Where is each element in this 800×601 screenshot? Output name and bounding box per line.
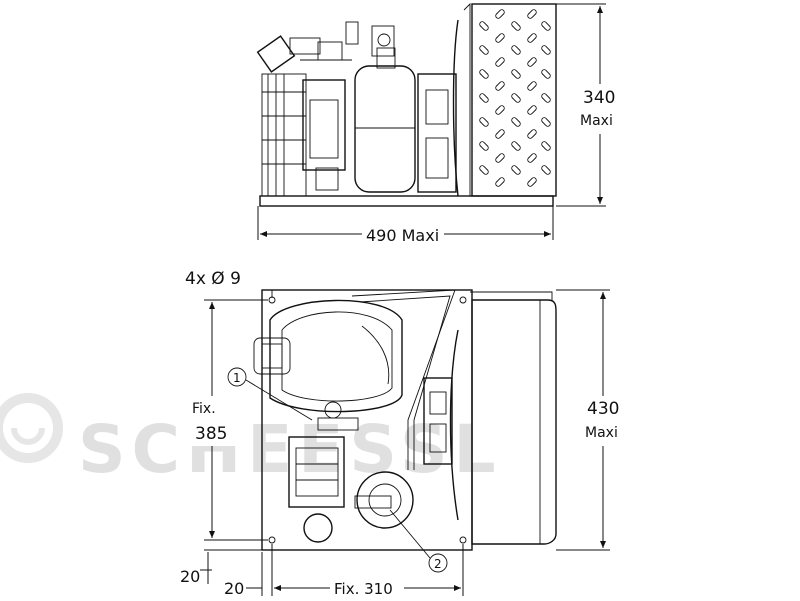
suction-pipe — [359, 295, 451, 470]
filter-drier — [303, 513, 333, 543]
max-depth-value: 430 — [587, 399, 619, 419]
coil-fin — [479, 141, 489, 151]
coil-fin — [527, 105, 537, 115]
mounting-hole-icon — [459, 296, 467, 304]
fix-depth-value: 385 — [195, 424, 227, 444]
coil-fin — [511, 117, 521, 127]
coil-fin — [527, 129, 537, 139]
receiver-tank — [354, 47, 416, 193]
coil-fin — [541, 141, 551, 151]
discharge-pipe — [351, 289, 456, 470]
coil-fin — [511, 21, 521, 31]
offset-left-value: 20 — [224, 579, 244, 598]
fix-width-label: Fix. 310 — [334, 580, 393, 598]
coil-fin — [495, 33, 505, 43]
condenser-coil — [471, 3, 557, 197]
coil-fin — [527, 177, 537, 187]
coil-fin — [479, 117, 489, 127]
coil-fin — [479, 69, 489, 79]
coil-fin — [511, 69, 521, 79]
plan-view-dimensions: 4x Ø 9 Fix. 385 430 Maxi 20 20 Fix. 310 — [180, 269, 627, 598]
plan-electrical-box — [288, 436, 345, 508]
holes-label: 4x Ø 9 — [185, 269, 241, 289]
height-dimension-value: 340 — [583, 88, 615, 108]
width-dimension-label: 490 Maxi — [366, 226, 439, 245]
coil-fin — [479, 45, 489, 55]
coil-fin — [541, 165, 551, 175]
height-dimension-unit: Maxi — [580, 113, 613, 129]
coil-fin — [479, 165, 489, 175]
coil-fin — [495, 9, 505, 19]
coil-fin — [495, 81, 505, 91]
mounting-hole-icon — [268, 536, 276, 544]
coil-fin — [541, 45, 551, 55]
callout-2-label: 2 — [434, 557, 442, 571]
plan-condenser — [470, 291, 557, 545]
plan-receiver — [354, 471, 414, 529]
coil-fin — [527, 153, 537, 163]
max-depth-unit: Maxi — [585, 425, 618, 441]
base-plate — [259, 195, 554, 207]
coil-fin — [495, 177, 505, 187]
offset-bottom-value: 20 — [180, 567, 200, 586]
coil-fin — [511, 141, 521, 151]
coil-fin — [479, 93, 489, 103]
watermark: SCHEESSL — [0, 393, 502, 488]
coil-fin — [527, 81, 537, 91]
coil-fin — [511, 45, 521, 55]
coil-fin — [495, 153, 505, 163]
fan-guard-left — [261, 73, 307, 197]
coil-fin — [541, 117, 551, 127]
fan-ring — [463, 2, 471, 196]
mounting-hole-icon — [459, 536, 467, 544]
side-view — [256, 2, 557, 207]
plan-view: 1 2 — [227, 289, 557, 573]
compressor — [253, 299, 403, 431]
coil-fin — [541, 21, 551, 31]
coil-fin — [527, 57, 537, 67]
coil-fin — [495, 105, 505, 115]
coil-fin — [511, 165, 521, 175]
coil-fin — [495, 57, 505, 67]
plan-fan-blade — [449, 329, 459, 521]
coil-fin — [511, 93, 521, 103]
service-valve — [256, 21, 395, 73]
coil-fin — [541, 69, 551, 79]
fan-blade — [452, 19, 459, 197]
fan-motor — [417, 73, 457, 193]
callout-1-label: 1 — [233, 371, 241, 385]
electrical-box — [302, 79, 346, 191]
coil-fin — [495, 129, 505, 139]
watermark-logo-icon — [0, 393, 63, 463]
side-view-dimensions: 490 Maxi 340 Maxi — [257, 3, 622, 245]
coil-fin — [541, 93, 551, 103]
fix-depth-label: Fix. — [192, 401, 216, 417]
callout-2: 2 — [389, 509, 448, 573]
coil-fin — [527, 33, 537, 43]
coil-fin — [479, 21, 489, 31]
callout-1: 1 — [227, 367, 313, 421]
watermark-text: SCHEESSL — [78, 411, 502, 488]
coil-fin — [527, 9, 537, 19]
plan-fan-motor — [423, 377, 453, 465]
